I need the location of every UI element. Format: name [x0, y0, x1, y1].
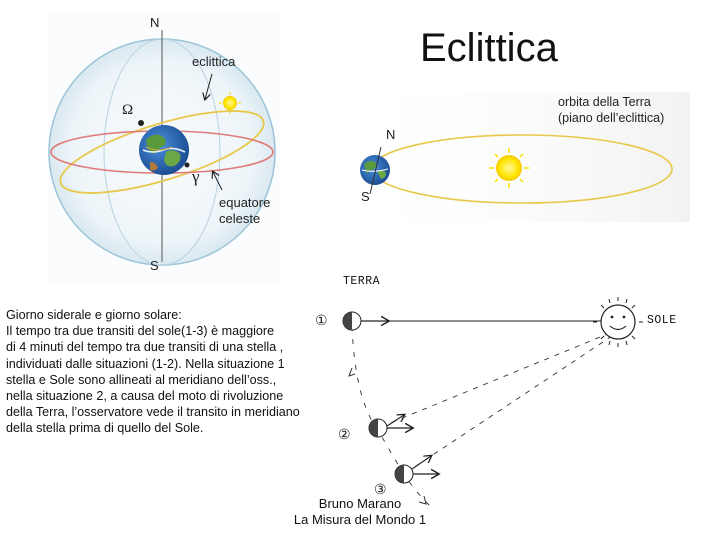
orbit-north-label: N: [386, 128, 395, 142]
equator-label-line1: equatore: [219, 196, 270, 210]
sphere-north-label: N: [150, 16, 159, 30]
earth-label: TERRA: [343, 275, 380, 288]
celestial-sphere-diagram: [48, 14, 280, 282]
position-3-label: ③: [374, 482, 387, 496]
node-point: [138, 120, 144, 126]
earth-globe-large: [139, 125, 189, 175]
credits: Bruno Marano La Misura del Mondo 1: [275, 496, 445, 528]
node-label: Ω: [122, 103, 133, 117]
explanation-line-7: della Terra, l’osservatore vede il trans…: [6, 404, 346, 420]
explanation-line-2: Il tempo tra due transiti del sole(1-3) …: [6, 323, 346, 339]
explanation-line-6: nella situazione 2, a causa del moto di …: [6, 388, 346, 404]
earth-position-3: [395, 456, 438, 483]
sphere-south-label: S: [150, 259, 159, 273]
explanation-text: Giorno siderale e giorno solare: Il temp…: [6, 307, 346, 437]
orbit-south-label: S: [361, 190, 370, 204]
sun-line-position-2: [378, 333, 610, 428]
credits-source: La Misura del Mondo 1: [275, 512, 445, 528]
orbit-label-line1: orbita della Terra: [558, 95, 651, 109]
sun-with-face: [593, 297, 643, 347]
sun-label: SOLE: [647, 314, 677, 327]
orbit-label-line2: (piano dell’eclittica): [558, 111, 664, 125]
earth-orbit-arc: [352, 326, 430, 506]
earth-position-1: [343, 312, 388, 330]
earth-position-2: [369, 415, 412, 437]
explanation-line-1: Giorno siderale e giorno solare:: [6, 307, 346, 323]
transit-diagram: [343, 297, 643, 506]
equator-label-line2: celeste: [219, 212, 260, 226]
orbit-arrow-1: [349, 368, 355, 376]
credits-author: Bruno Marano: [275, 496, 445, 512]
ecliptic-label: eclittica: [192, 55, 235, 69]
earth-globe-small: [360, 155, 390, 185]
vernal-point: [185, 163, 190, 168]
explanation-line-8: della stella prima di quello del Sole.: [6, 420, 346, 436]
explanation-line-4: individuati dalle situazioni (1-2). Nell…: [6, 356, 346, 372]
explanation-line-5: stella e Sole sono allineati al meridian…: [6, 372, 346, 388]
vernal-point-label: γ: [192, 170, 200, 184]
explanation-line-3: di 4 minuti del tempo tra due transiti d…: [6, 339, 346, 355]
